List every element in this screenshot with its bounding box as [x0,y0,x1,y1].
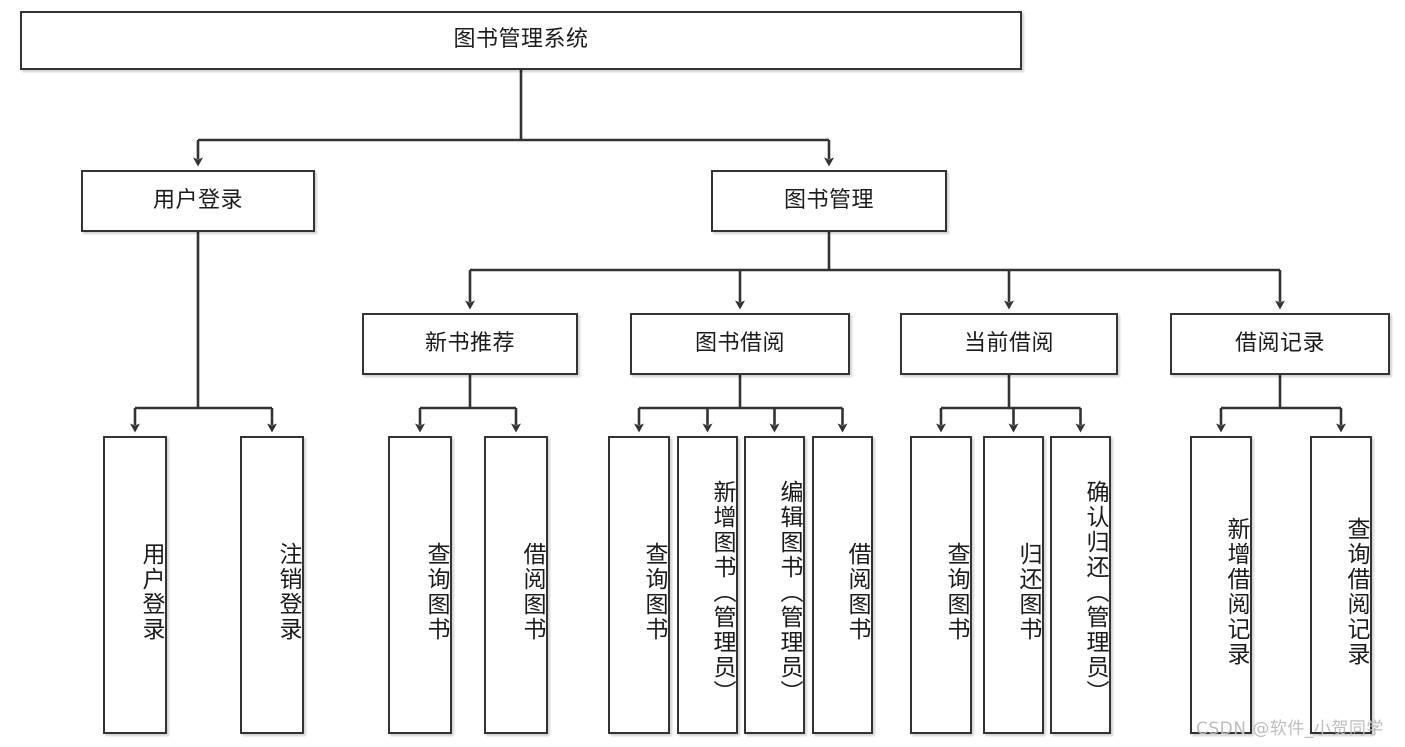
node-label: 图书管理系统 [453,27,589,53]
node-root[interactable]: 图书管理系统 [20,11,1022,70]
node-label: 借阅图书 [519,542,545,642]
node-leaf-add-book[interactable]: 新增图书（管理员） [677,436,738,734]
node-leaf-user-login[interactable]: 用户登录 [103,436,167,734]
node-label: 编辑图书（管理员） [776,479,802,705]
node-label: 确认归还（管理员） [1082,479,1108,705]
node-label: 归还图书 [1015,542,1041,642]
node-leaf-confirm-return[interactable]: 确认归还（管理员） [1050,436,1111,734]
node-label: 用户登录 [138,542,164,642]
node-label: 用户登录 [152,187,243,213]
node-label: 借阅图书 [844,542,870,642]
node-leaf-query-record[interactable]: 查询借阅记录 [1310,436,1372,734]
node-borrow-record[interactable]: 借阅记录 [1170,313,1390,375]
node-book-borrow[interactable]: 图书借阅 [630,313,850,375]
node-label: 新书推荐 [424,330,515,356]
node-leaf-logout[interactable]: 注销登录 [240,436,304,734]
node-leaf-query-book-2[interactable]: 查询图书 [608,436,670,734]
node-label: 查询借阅记录 [1343,517,1369,667]
node-book-manage[interactable]: 图书管理 [711,170,947,232]
node-leaf-borrow-book-2[interactable]: 借阅图书 [812,436,873,734]
node-leaf-borrow-book-1[interactable]: 借阅图书 [484,436,548,734]
node-label: 图书管理 [783,187,874,213]
node-new-book-rec[interactable]: 新书推荐 [362,313,578,375]
node-label: 图书借阅 [694,330,785,356]
node-leaf-add-record[interactable]: 新增借阅记录 [1190,436,1252,734]
node-user-login[interactable]: 用户登录 [81,170,315,232]
node-label: 新增借阅记录 [1223,517,1249,667]
node-leaf-edit-book[interactable]: 编辑图书（管理员） [744,436,805,734]
node-leaf-query-book-3[interactable]: 查询图书 [910,436,972,734]
node-label: 借阅记录 [1234,330,1325,356]
node-label: 查询图书 [641,542,667,642]
node-leaf-return-book[interactable]: 归还图书 [983,436,1044,734]
node-leaf-query-book-1[interactable]: 查询图书 [388,436,452,734]
node-label: 当前借阅 [963,330,1054,356]
node-label: 查询图书 [943,542,969,642]
node-current-borrow[interactable]: 当前借阅 [900,313,1118,375]
node-label: 查询图书 [423,542,449,642]
node-label: 新增图书（管理员） [709,479,735,705]
csdn-watermark: CSDN @软件_小贺同学 [1196,719,1384,739]
node-label: 注销登录 [275,542,301,642]
